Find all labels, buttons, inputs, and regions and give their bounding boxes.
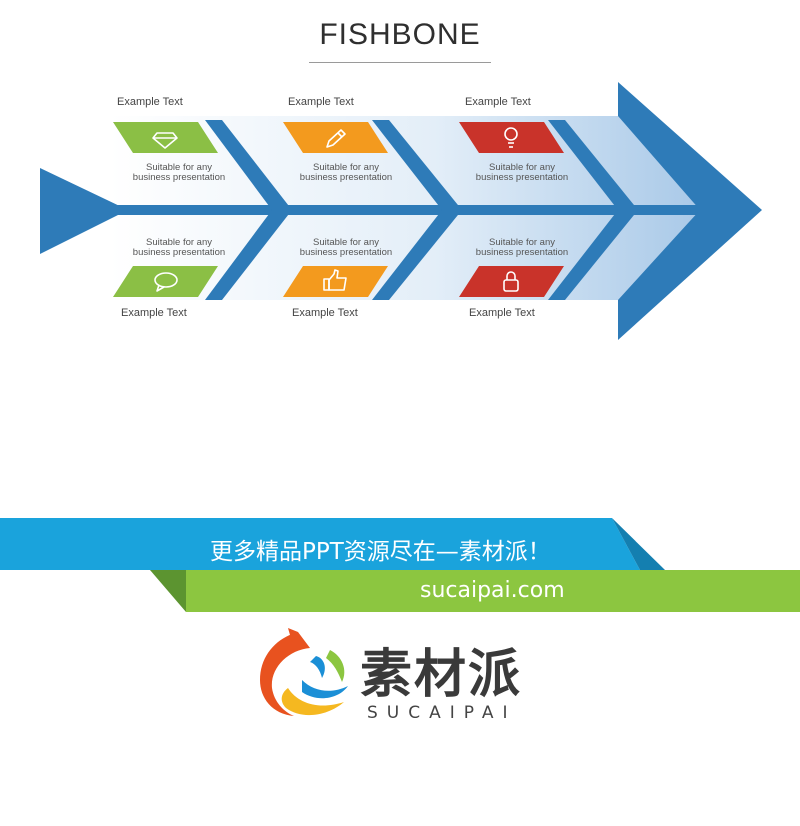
fish-spine xyxy=(40,205,700,215)
bone-bottom-3 xyxy=(548,210,638,300)
bottom-tag-3 xyxy=(459,266,564,297)
promo-banner-text: 更多精品PPT资源尽在—素材派！ xyxy=(210,539,551,565)
banner-blue-strip xyxy=(0,518,640,570)
bottom-desc-3: Suitable for any business presentation xyxy=(452,238,592,258)
bottom-label-3: Example Text xyxy=(469,307,535,319)
bottom-desc-1: Suitable for any business presentation xyxy=(109,238,249,258)
fish-tail xyxy=(40,168,128,254)
bone-top-1 xyxy=(205,120,292,210)
promo-url[interactable]: sucaipai.com xyxy=(420,578,565,603)
bottom-desc-1-line1: Suitable for any xyxy=(145,237,212,248)
top-desc-1-line2: business presentation xyxy=(132,172,226,183)
padlock-icon xyxy=(503,271,519,292)
lightbulb-icon xyxy=(504,127,518,148)
top-label-3: Example Text xyxy=(465,96,531,108)
bone-top-3 xyxy=(548,120,638,210)
bottom-label-2: Example Text xyxy=(292,307,358,319)
banner-blue-fold xyxy=(612,518,665,570)
bottom-desc-2-line2: business presentation xyxy=(299,247,393,258)
banner-green-strip xyxy=(186,570,800,612)
bottom-label-1: Example Text xyxy=(121,307,187,319)
top-desc-2: Suitable for any business presentation xyxy=(276,163,416,183)
top-desc-2-line1: Suitable for any xyxy=(312,162,379,173)
fox-logo-icon xyxy=(260,628,348,716)
bottom-desc-3-line2: business presentation xyxy=(475,247,569,258)
diamond-icon xyxy=(152,132,178,149)
top-desc-2-line2: business presentation xyxy=(299,172,393,183)
bottom-tag-2 xyxy=(283,266,388,297)
top-desc-3: Suitable for any business presentation xyxy=(452,163,592,183)
top-label-1: Example Text xyxy=(117,96,183,108)
top-desc-1: Suitable for any business presentation xyxy=(109,163,249,183)
bone-top-2 xyxy=(372,120,462,210)
top-label-2: Example Text xyxy=(288,96,354,108)
logo-wordmark-cn: 素材派 xyxy=(360,645,523,705)
top-desc-3-line2: business presentation xyxy=(475,172,569,183)
bottom-desc-1-line2: business presentation xyxy=(132,247,226,258)
thumbs-up-icon xyxy=(323,269,347,291)
fishbone-diagram xyxy=(40,82,762,340)
bottom-desc-2-line1: Suitable for any xyxy=(312,237,379,248)
bone-bottom-1 xyxy=(205,210,292,300)
pencil-icon xyxy=(326,129,346,148)
bone-bottom-2 xyxy=(372,210,462,300)
promo-banner-shapes xyxy=(0,518,800,612)
bottom-desc-2: Suitable for any business presentation xyxy=(276,238,416,258)
top-desc-1-line1: Suitable for any xyxy=(145,162,212,173)
page-title: FISHBONE xyxy=(319,18,481,51)
bottom-tag-1 xyxy=(113,266,218,297)
top-tag-3 xyxy=(459,122,564,153)
top-desc-3-line1: Suitable for any xyxy=(488,162,555,173)
fish-head xyxy=(618,82,762,340)
banner-green-fold xyxy=(150,570,186,612)
title-divider xyxy=(309,62,491,63)
speech-bubble-icon xyxy=(154,272,178,292)
logo-wordmark-en: SUCAIPAI xyxy=(367,703,517,723)
bottom-desc-3-line1: Suitable for any xyxy=(488,237,555,248)
top-tag-2 xyxy=(283,122,388,153)
